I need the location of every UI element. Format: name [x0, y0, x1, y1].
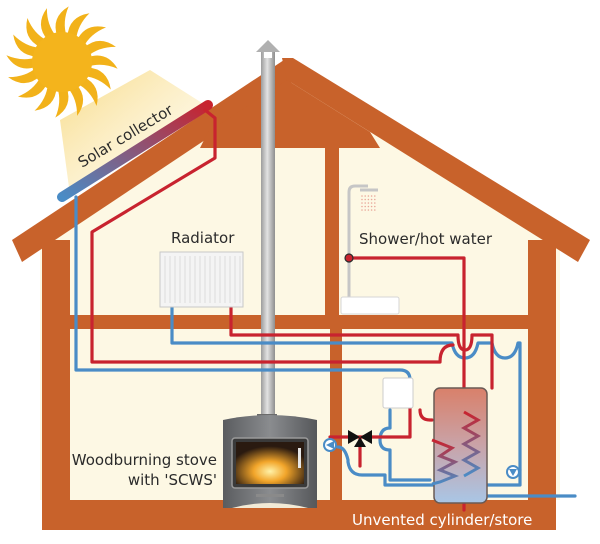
- sun-ray: [8, 67, 41, 84]
- water-drop: [370, 205, 373, 208]
- fire-icon: [236, 442, 304, 484]
- water-drop: [361, 209, 363, 211]
- water-drop: [364, 202, 367, 204]
- solar-collector-panel: [57, 100, 213, 202]
- radiator-icon: [159, 251, 244, 308]
- water-drop: [374, 205, 376, 208]
- sun-ray: [55, 6, 69, 37]
- left-wall: [42, 240, 70, 520]
- sun-ray: [40, 8, 57, 41]
- flue-cap-arrow-icon: [256, 40, 280, 52]
- water-drop: [361, 195, 363, 197]
- water-drop: [367, 202, 370, 204]
- sunbeam: [60, 70, 210, 195]
- shower-valve-icon: [344, 253, 354, 263]
- water-drop: [364, 195, 367, 197]
- center-post-upper: [325, 148, 339, 315]
- stove-icon: [223, 414, 317, 508]
- water-drop: [367, 198, 370, 201]
- hot-water-cylinder: [431, 387, 488, 504]
- water-drop: [370, 195, 373, 197]
- water-drop: [374, 209, 376, 211]
- label-stove-line2: with 'SCWS': [128, 471, 217, 489]
- label-shower: Shower/hot water: [359, 230, 493, 248]
- label-stove-line1: Woodburning stove: [72, 451, 217, 469]
- pump-icon: [506, 465, 520, 479]
- roof-left-beam: [12, 58, 295, 262]
- sun-ray: [55, 87, 69, 118]
- valve-icon: [348, 430, 372, 447]
- water-drop: [367, 205, 370, 208]
- water-drop: [364, 209, 367, 211]
- water-drop: [374, 195, 376, 197]
- water-drop: [364, 205, 367, 208]
- center-post-lower: [330, 329, 342, 500]
- inner-truss: [200, 80, 380, 148]
- floor-beam: [70, 315, 528, 329]
- pump-icon: [323, 438, 337, 452]
- water-drop: [367, 209, 370, 211]
- label-radiator: Radiator: [171, 229, 235, 247]
- water-drop: [374, 198, 376, 201]
- flue-pipe: [256, 40, 280, 417]
- coil-stove: [460, 410, 482, 478]
- sun-ray: [83, 67, 111, 90]
- coil-solar: [431, 438, 460, 486]
- sun-ray: [67, 83, 84, 116]
- sun-ray: [6, 55, 37, 69]
- water-drop: [361, 202, 363, 204]
- control-box: [382, 377, 414, 409]
- sun-ray: [83, 40, 116, 57]
- water-drop: [361, 198, 363, 201]
- water-drop: [367, 195, 370, 197]
- right-wall: [528, 240, 556, 520]
- water-drop: [370, 198, 373, 201]
- water-drop: [364, 198, 367, 201]
- water-drop: [374, 202, 376, 204]
- bath-icon: [340, 296, 400, 315]
- label-cylinder: Unvented cylinder/store: [352, 511, 532, 529]
- water-drop: [370, 209, 373, 211]
- water-drop: [361, 205, 363, 208]
- sun-ray: [34, 83, 57, 111]
- water-drop: [370, 202, 373, 204]
- shower-icon: [344, 184, 378, 300]
- house-frame: [12, 58, 590, 530]
- sun-ray: [13, 34, 41, 57]
- sun-icon: [6, 6, 118, 118]
- sun-ray: [67, 13, 90, 41]
- roof-right-beam: [282, 58, 590, 262]
- sun-ray: [87, 55, 118, 69]
